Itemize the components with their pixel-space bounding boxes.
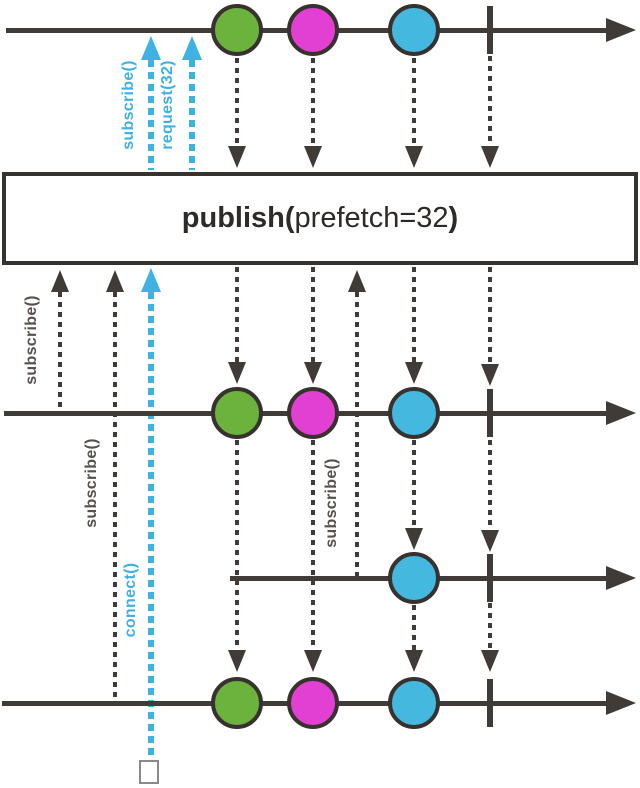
operator-box: publish(prefetch=32)	[2, 172, 638, 265]
connect-label: connect()	[122, 562, 139, 638]
flow-line	[412, 58, 416, 146]
flow-line	[311, 58, 315, 146]
flow-line	[235, 267, 239, 362]
subscribe1-line	[58, 292, 62, 411]
operator-argument: prefetch=32	[294, 202, 449, 234]
operator-name: publish(	[181, 202, 295, 234]
subscriber2-complete-marker	[487, 554, 493, 602]
subscriber2-event-blue	[388, 552, 440, 604]
subscriber3-timeline-arrow-icon	[606, 691, 636, 715]
subscribe3-label: subscribe()	[83, 438, 100, 528]
flow-arrowhead-icon	[228, 650, 246, 672]
source-event-magenta	[287, 4, 339, 56]
request-up-line	[189, 60, 195, 170]
subscriber2-timeline-arrow-icon	[606, 566, 636, 590]
flow-line	[412, 440, 416, 528]
flow-line	[311, 440, 315, 650]
request-label: request(32)	[159, 60, 176, 150]
source-event-green	[211, 4, 263, 56]
subscribe-up-line	[148, 60, 154, 170]
flow-line	[488, 56, 492, 146]
flow-line	[235, 440, 239, 650]
flow-arrowhead-icon	[481, 650, 499, 672]
subscriber1-timeline-arrow-icon	[606, 401, 636, 425]
subscriber1-event-blue	[388, 387, 440, 439]
source-complete-marker	[487, 6, 493, 54]
subscriber1-complete-marker	[487, 389, 493, 437]
source-event-blue	[388, 4, 440, 56]
flow-arrowhead-icon	[228, 146, 246, 168]
connect-arrowhead-icon	[141, 268, 161, 292]
flow-arrowhead-icon	[481, 364, 499, 386]
flow-arrowhead-icon	[304, 362, 322, 384]
flow-arrowhead-icon	[405, 146, 423, 168]
flow-arrowhead-icon	[304, 650, 322, 672]
flow-arrowhead-icon	[228, 362, 246, 384]
flow-line	[412, 267, 416, 362]
request-up-arrowhead-icon	[182, 36, 202, 60]
subscriber3-event-green	[211, 677, 263, 729]
flow-arrowhead-icon	[304, 146, 322, 168]
flow-line	[488, 440, 492, 530]
subscribe3-arrowhead-icon	[106, 270, 124, 292]
flow-line	[488, 603, 492, 650]
flow-arrowhead-icon	[405, 650, 423, 672]
flow-arrowhead-icon	[481, 146, 499, 168]
subscribe-source-label: subscribe()	[120, 60, 137, 150]
subscribe2-line	[355, 292, 359, 576]
connect-origin-square	[139, 760, 159, 784]
flow-arrowhead-icon	[405, 528, 423, 550]
subscriber1-event-green	[211, 387, 263, 439]
flow-arrowhead-icon	[405, 362, 423, 384]
subscribe1-label: subscribe()	[23, 295, 40, 385]
source-timeline-arrow-icon	[606, 18, 636, 42]
subscribe3-line	[113, 292, 117, 701]
operator-close-paren: )	[448, 202, 459, 234]
subscriber3-event-magenta	[287, 677, 339, 729]
subscriber3-complete-marker	[487, 679, 493, 727]
subscribe1-arrowhead-icon	[51, 270, 69, 292]
flow-line	[412, 605, 416, 650]
flow-line	[235, 58, 239, 146]
flow-line	[311, 267, 315, 362]
subscribe2-arrowhead-icon	[348, 270, 366, 292]
subscribe2-label: subscribe()	[323, 458, 340, 548]
flow-arrowhead-icon	[481, 530, 499, 552]
subscriber3-event-blue	[388, 677, 440, 729]
connect-line	[148, 292, 154, 758]
subscribe-up-arrowhead-icon	[141, 36, 161, 60]
flow-line	[488, 267, 492, 364]
subscriber1-event-magenta	[287, 387, 339, 439]
